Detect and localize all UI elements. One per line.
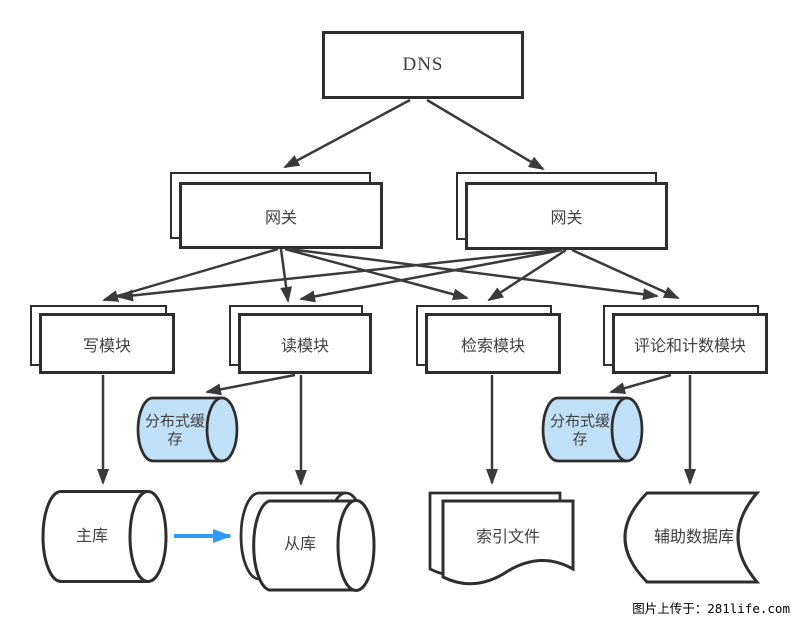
gateway-right-label: 网关 [550,210,583,227]
aux-db-label: 辅助数据库 [653,529,734,547]
edge-read-cacheleft [205,373,296,396]
gateway-left-label: 网关 [264,209,297,227]
index-file-front-document [441,499,575,586]
cylinder-shape [41,490,168,583]
node-master-db: 主库 [40,489,170,584]
edge-gwright-comment [571,248,680,300]
cache-right-label: 分布式缓存 [549,413,610,448]
comment-count-front-box: 评论和计数模块 [612,313,768,374]
index-file-label: 索引文件 [475,529,540,547]
watermark-text: 图片上传于：281life.com [632,601,790,616]
stacked-document-shape [428,491,575,586]
node-slave-db: 从库 [236,489,378,593]
edge-gwleft-write [102,247,279,302]
edge-gwleft-search [284,247,469,301]
node-search-module: 检索模块 [416,305,561,374]
stored-data-shape [623,491,761,584]
edge-dns-gateway-right [426,98,545,171]
slave-db-label: 从库 [283,535,316,553]
edge-gwright-search [487,248,567,302]
cylinder-shape [541,396,644,463]
cylinder-shape [136,396,239,463]
node-read-module: 读模块 [229,305,372,374]
node-gateway-left: 网关 [170,172,383,249]
slave-db-front-cylinder [252,499,376,592]
read-module-front-box: 读模块 [238,313,372,374]
edge-comment-cacheright [609,373,672,394]
gateway-left-front-box: 网关 [179,182,383,249]
node-dns-label: DNS [402,54,444,75]
edge-gwleft-comment [288,247,659,301]
node-dns: DNS [322,31,524,99]
node-index-file: 索引文件 [427,490,577,595]
search-module-label: 检索模块 [460,337,525,355]
write-module-label: 写模块 [82,337,131,355]
node-cache-right: 分布式缓存 [541,396,644,465]
read-module-label: 读模块 [280,337,329,355]
master-db-label: 主库 [75,527,108,545]
edge-gwright-read [299,248,563,303]
node-aux-db: 辅助数据库 [600,488,765,588]
stacked-cylinder-shape [239,491,376,592]
node-comment-count-module: 评论和计数模块 [603,305,768,374]
node-write-module: 写模块 [30,305,175,374]
write-module-front-box: 写模块 [39,313,175,374]
edge-dns-gateway-left [283,98,411,169]
edge-gwright-write [117,248,559,302]
edge-gwleft-read [279,248,293,303]
node-gateway-right: 网关 [456,172,668,250]
cache-left-label: 分布式缓存 [144,413,205,448]
search-module-front-box: 检索模块 [425,313,561,374]
node-cache-left: 分布式缓存 [136,396,239,465]
comment-count-label: 评论和计数模块 [633,337,746,355]
gateway-right-front-box: 网关 [465,182,668,250]
